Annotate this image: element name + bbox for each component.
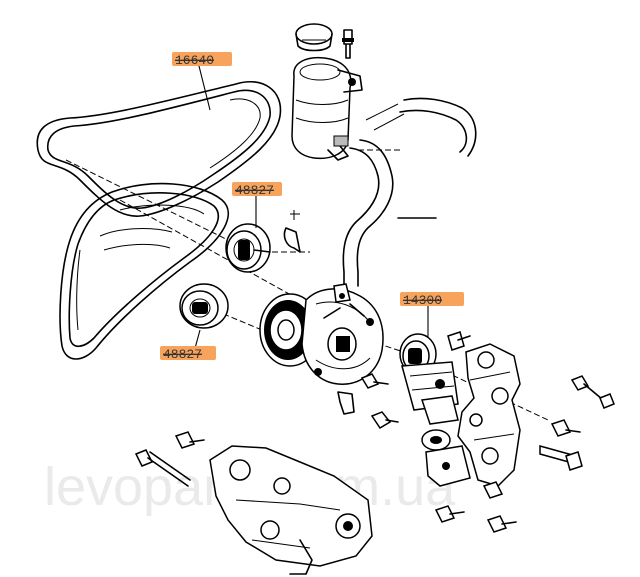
callout-idler-upper-label: 48827 — [235, 183, 274, 198]
bolt-2 — [370, 411, 399, 430]
leader-lines — [193, 61, 429, 353]
short-bolt — [174, 431, 205, 449]
callout-idler-lower-label: 48827 — [163, 347, 202, 362]
tensioner-bolt — [447, 331, 471, 351]
hose-clip — [283, 210, 301, 253]
long-bolt — [134, 449, 191, 487]
bolt-8 — [482, 481, 504, 499]
power-steering-pump — [259, 283, 384, 385]
callout-tensioner: 14300 — [400, 292, 464, 308]
bolt-7 — [486, 515, 517, 533]
bolt-6 — [434, 505, 465, 523]
idler-pulley-upper — [225, 223, 271, 273]
return-hose — [342, 97, 477, 287]
idler-pulley-lower — [179, 283, 229, 329]
callout-idler-lower: 48827 — [160, 346, 216, 362]
callout-tensioner-label: 14300 — [403, 293, 442, 308]
accessory-bracket — [457, 343, 521, 487]
belt-tensioner — [399, 333, 459, 451]
bracket-lower-plate — [425, 445, 471, 487]
callout-belt: 16640 — [172, 52, 232, 68]
pump-bracket — [337, 391, 355, 415]
mounting-bracket — [209, 445, 373, 575]
bolt-4 — [550, 419, 581, 437]
drive-belt — [36, 81, 282, 360]
bolt-5 — [539, 445, 583, 471]
bolt-3 — [570, 375, 615, 409]
reservoir-bolt — [342, 29, 354, 59]
bolt-1 — [360, 373, 389, 389]
callout-idler-upper: 48827 — [232, 182, 282, 198]
power-steering-reservoir — [291, 56, 363, 161]
reservoir-cap — [295, 23, 333, 52]
callout-belt-label: 16640 — [175, 53, 214, 68]
